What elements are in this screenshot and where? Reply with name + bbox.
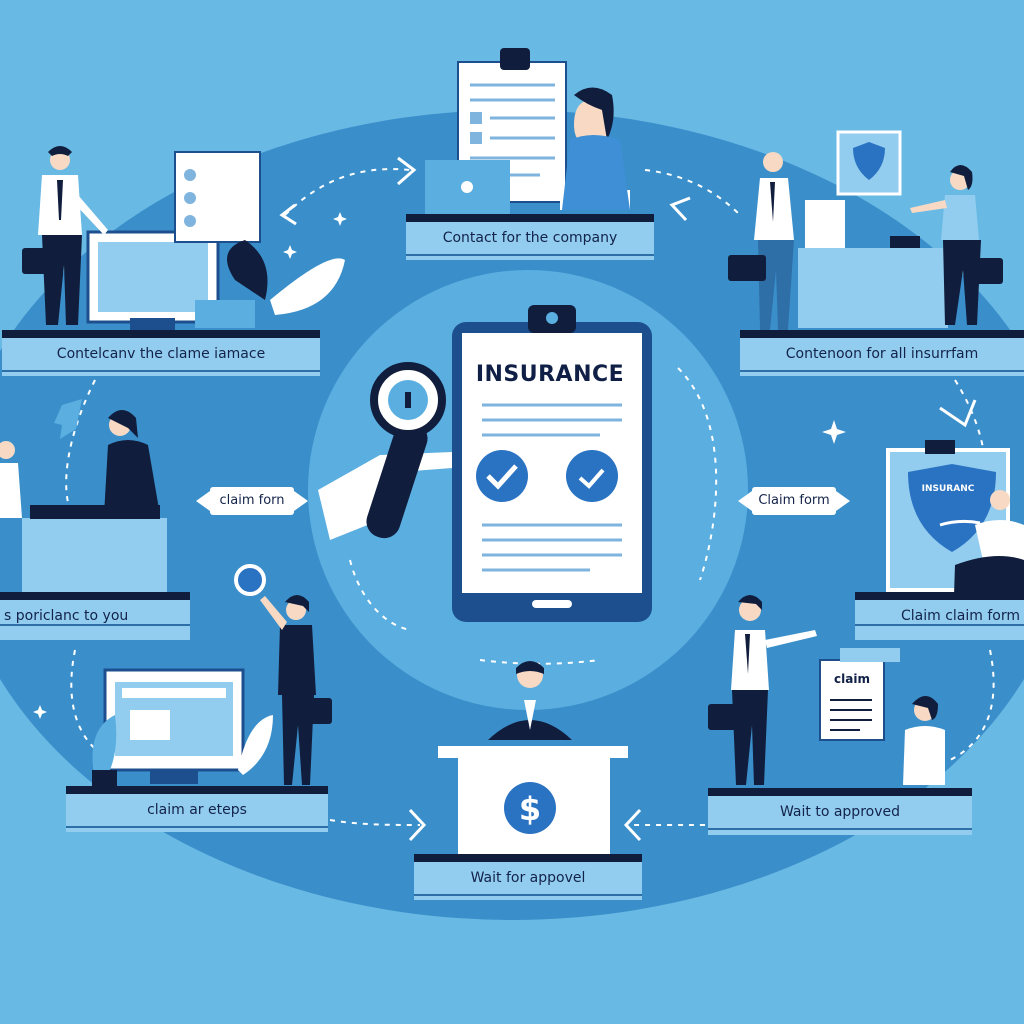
briefcase-icon (292, 698, 332, 724)
briefcase-icon (965, 258, 1003, 284)
sparkle-icon (33, 212, 846, 719)
leaf-icon (227, 240, 345, 315)
claim-form-pill-left: claim forn (196, 487, 308, 515)
magnifier-icon (234, 564, 266, 596)
stage-top-left-label: Contelcanv the clame iamace (2, 330, 320, 370)
claim-form-pill-right: Claim form (738, 487, 850, 515)
insurance-document-title: INSURANCE (475, 362, 625, 387)
arrow-head-icon (623, 808, 642, 842)
stage-bottom-left-label: claim ar eteps (66, 786, 328, 826)
laptop-icon (425, 160, 510, 215)
stage-bottom-left-illustration (92, 564, 332, 786)
stage-top-right-illustration (728, 130, 1003, 330)
arrow-head-icon (397, 156, 417, 186)
svg-text:$: $ (519, 790, 541, 828)
check-icon (566, 450, 618, 502)
shield-icon (908, 464, 996, 552)
stage-top-label: Contact for the company (406, 214, 654, 254)
stage-bottom-right-illustration (708, 595, 945, 785)
insurance-tablet (452, 305, 652, 622)
arrow-head-icon (408, 808, 427, 842)
stage-mid-right-label: Claim claim form (855, 592, 1024, 624)
stage-bottom-center-illustration: $ (438, 661, 628, 858)
check-icon (476, 450, 528, 502)
stage-bottom-center-label: Wait for appovel (414, 854, 642, 894)
stage-mid-right-illustration (886, 440, 1024, 595)
arrow-head-icon (279, 203, 297, 226)
leaf-icon (92, 715, 273, 780)
stage-mid-left-illustration (0, 399, 167, 593)
stage-top-left-illustration (22, 146, 345, 330)
arrow-head-icon (939, 399, 977, 428)
briefcase-icon (728, 255, 766, 281)
briefcase-icon (22, 248, 60, 274)
stage-bottom-right-label: Wait to approved (708, 788, 972, 828)
stage-mid-left-label: s poriclanc to you (0, 592, 190, 624)
briefcase-icon (708, 704, 746, 730)
dollar-icon: $ (504, 782, 556, 834)
stage-top-right-label: Contenoon for all insurrfam (740, 330, 1024, 370)
arrow-head-icon (669, 196, 691, 222)
shield-label: INSURANC (921, 484, 975, 494)
claim-paper-tag: claim (834, 672, 870, 686)
shield-icon (853, 142, 885, 180)
magnifier-icon (318, 362, 452, 540)
stage-top-illustration (425, 48, 630, 215)
